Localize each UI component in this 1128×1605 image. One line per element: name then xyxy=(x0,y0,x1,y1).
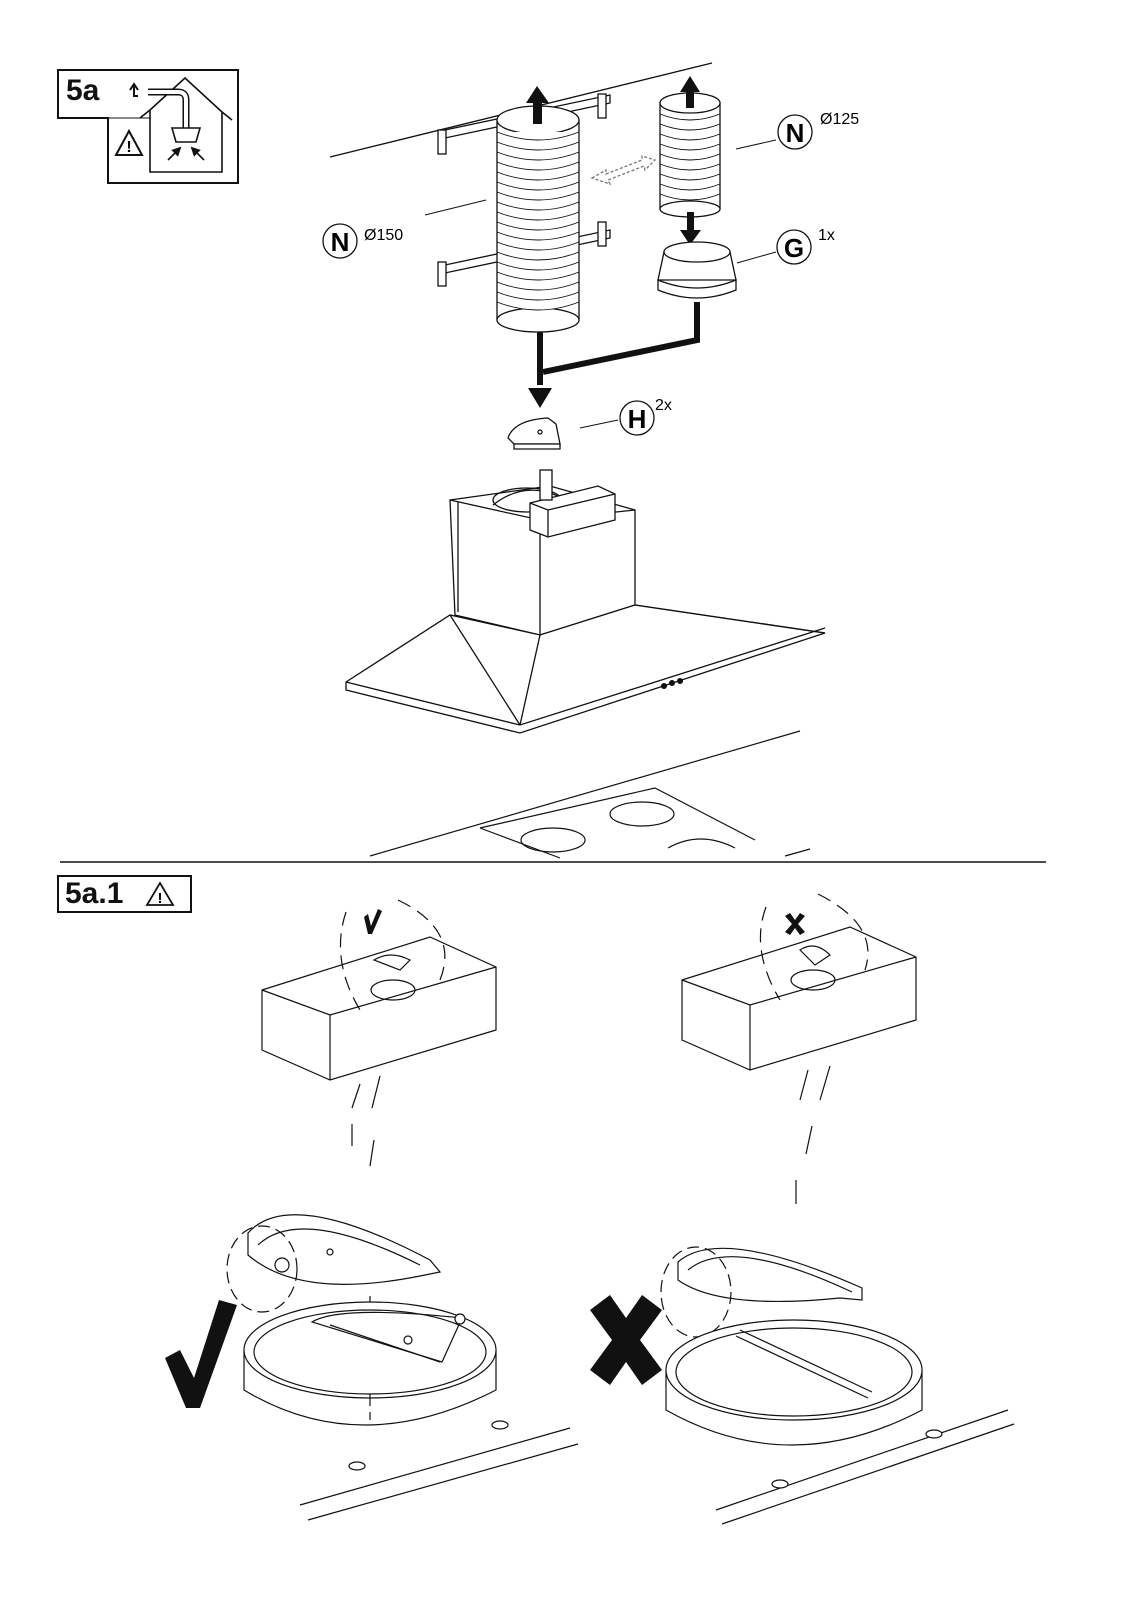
check-mark-icon xyxy=(165,1300,237,1408)
callout-note: Ø150 xyxy=(364,227,403,244)
callout-note: Ø125 xyxy=(820,111,859,128)
down-arrow-to-h xyxy=(528,388,552,408)
callout-letter: G xyxy=(784,233,804,263)
duct-125 xyxy=(660,93,720,217)
callout-n-125: N Ø125 xyxy=(736,111,859,149)
cross-mark-icon xyxy=(785,913,805,935)
cooktop xyxy=(370,731,810,858)
callout-letter: N xyxy=(786,118,805,148)
svg-text:!: ! xyxy=(126,139,131,156)
svg-text:!: ! xyxy=(158,890,163,907)
step-5a-label: 5a xyxy=(66,74,99,107)
callout-g: G 1x xyxy=(737,227,835,264)
callout-note: 2x xyxy=(655,397,672,414)
callout-note: 1x xyxy=(818,227,835,244)
flap-h xyxy=(508,418,560,449)
correct-assembly xyxy=(227,900,578,1520)
step-5a1-label-wrap: 5a.1 xyxy=(58,876,130,912)
callout-n-150: N Ø150 xyxy=(323,200,486,258)
step-5a1-label: 5a.1 xyxy=(65,877,123,910)
check-mark-icon xyxy=(364,909,382,934)
callout-letter: H xyxy=(628,404,647,434)
callout-letter: N xyxy=(331,227,350,257)
callout-h: H 2x xyxy=(580,397,672,435)
duct-150 xyxy=(497,106,579,332)
step-5a-label-wrap: 5a xyxy=(58,70,107,112)
incorrect-assembly xyxy=(661,894,1014,1524)
reducer-g xyxy=(658,242,736,298)
swap-arrow xyxy=(592,156,655,184)
cooker-hood xyxy=(346,470,825,733)
cross-mark-icon xyxy=(590,1295,662,1385)
